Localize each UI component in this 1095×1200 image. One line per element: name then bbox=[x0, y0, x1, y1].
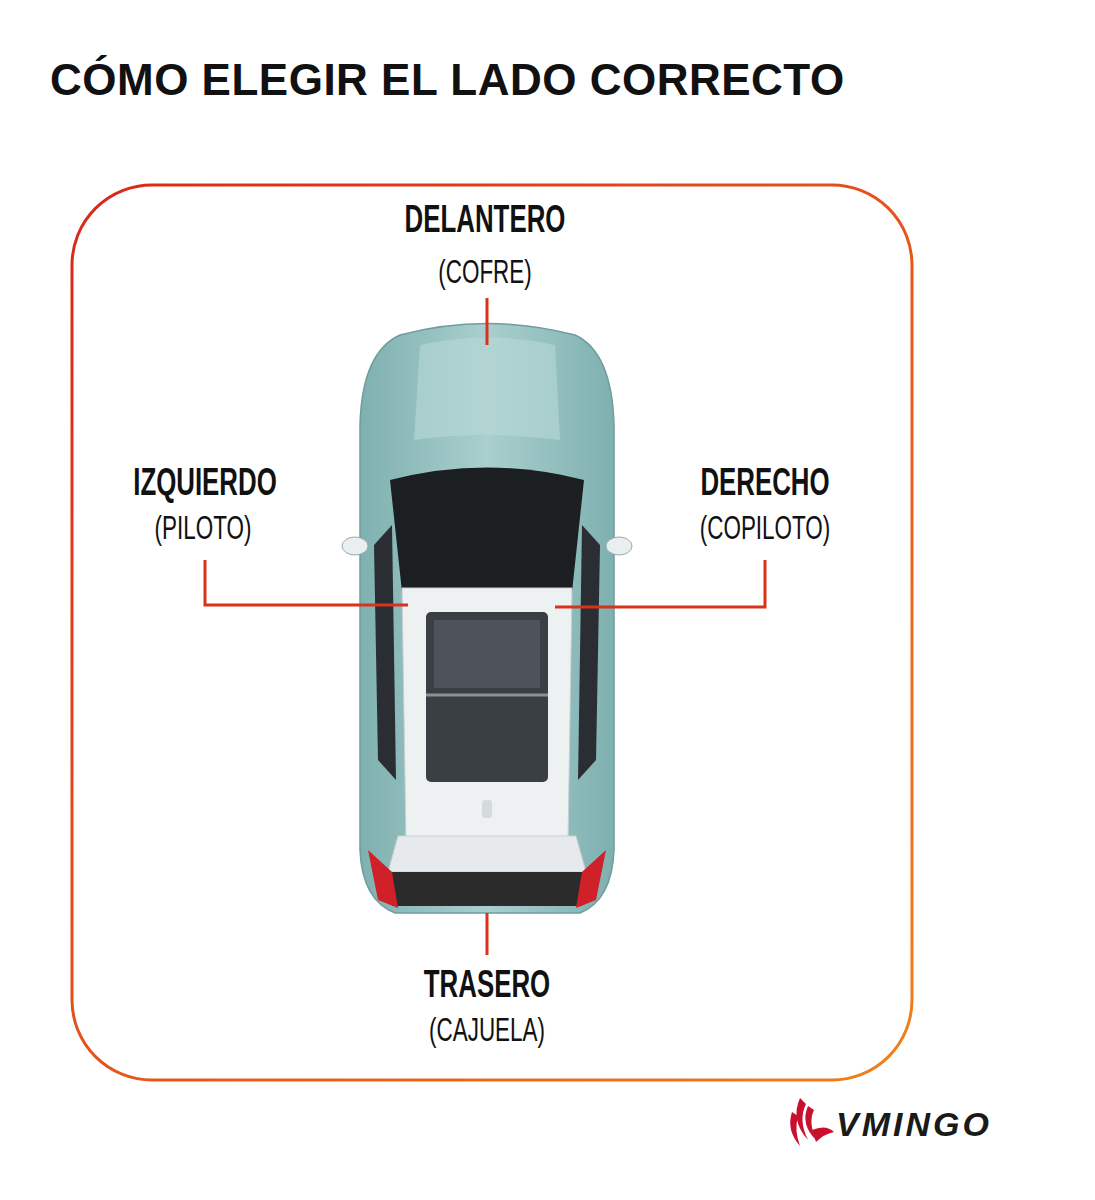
side-label: TRASERO bbox=[424, 965, 550, 1003]
side-sublabel: (COPILOTO) bbox=[700, 511, 831, 544]
title: CÓMO ELEGIR EL LADO CORRECTO bbox=[50, 58, 845, 102]
side-window bbox=[374, 525, 396, 780]
sunroof bbox=[426, 612, 548, 782]
side-label: DERECHO bbox=[700, 463, 829, 501]
hood bbox=[414, 338, 560, 441]
frame-outline bbox=[72, 185, 912, 1080]
tail-light bbox=[576, 850, 606, 908]
logo-bird bbox=[790, 1098, 834, 1146]
brand-logo: VMINGO bbox=[836, 1107, 992, 1141]
side-sublabel: (PILOTO) bbox=[155, 511, 252, 544]
side-sublabel: (CAJUELA) bbox=[429, 1013, 545, 1046]
rear-bumper bbox=[388, 872, 586, 906]
mirror bbox=[606, 537, 632, 555]
tailgate bbox=[388, 836, 586, 872]
leader-lines bbox=[205, 298, 765, 955]
mirror bbox=[342, 537, 368, 555]
tail-light bbox=[368, 850, 398, 908]
car-body bbox=[360, 324, 614, 914]
side-label: DELANTERO bbox=[405, 200, 566, 238]
roof bbox=[402, 588, 572, 842]
side-window bbox=[578, 525, 600, 780]
side-label: IZQUIERDO bbox=[133, 463, 277, 501]
side-sublabel: (COFRE) bbox=[438, 255, 531, 288]
windshield bbox=[390, 468, 584, 593]
